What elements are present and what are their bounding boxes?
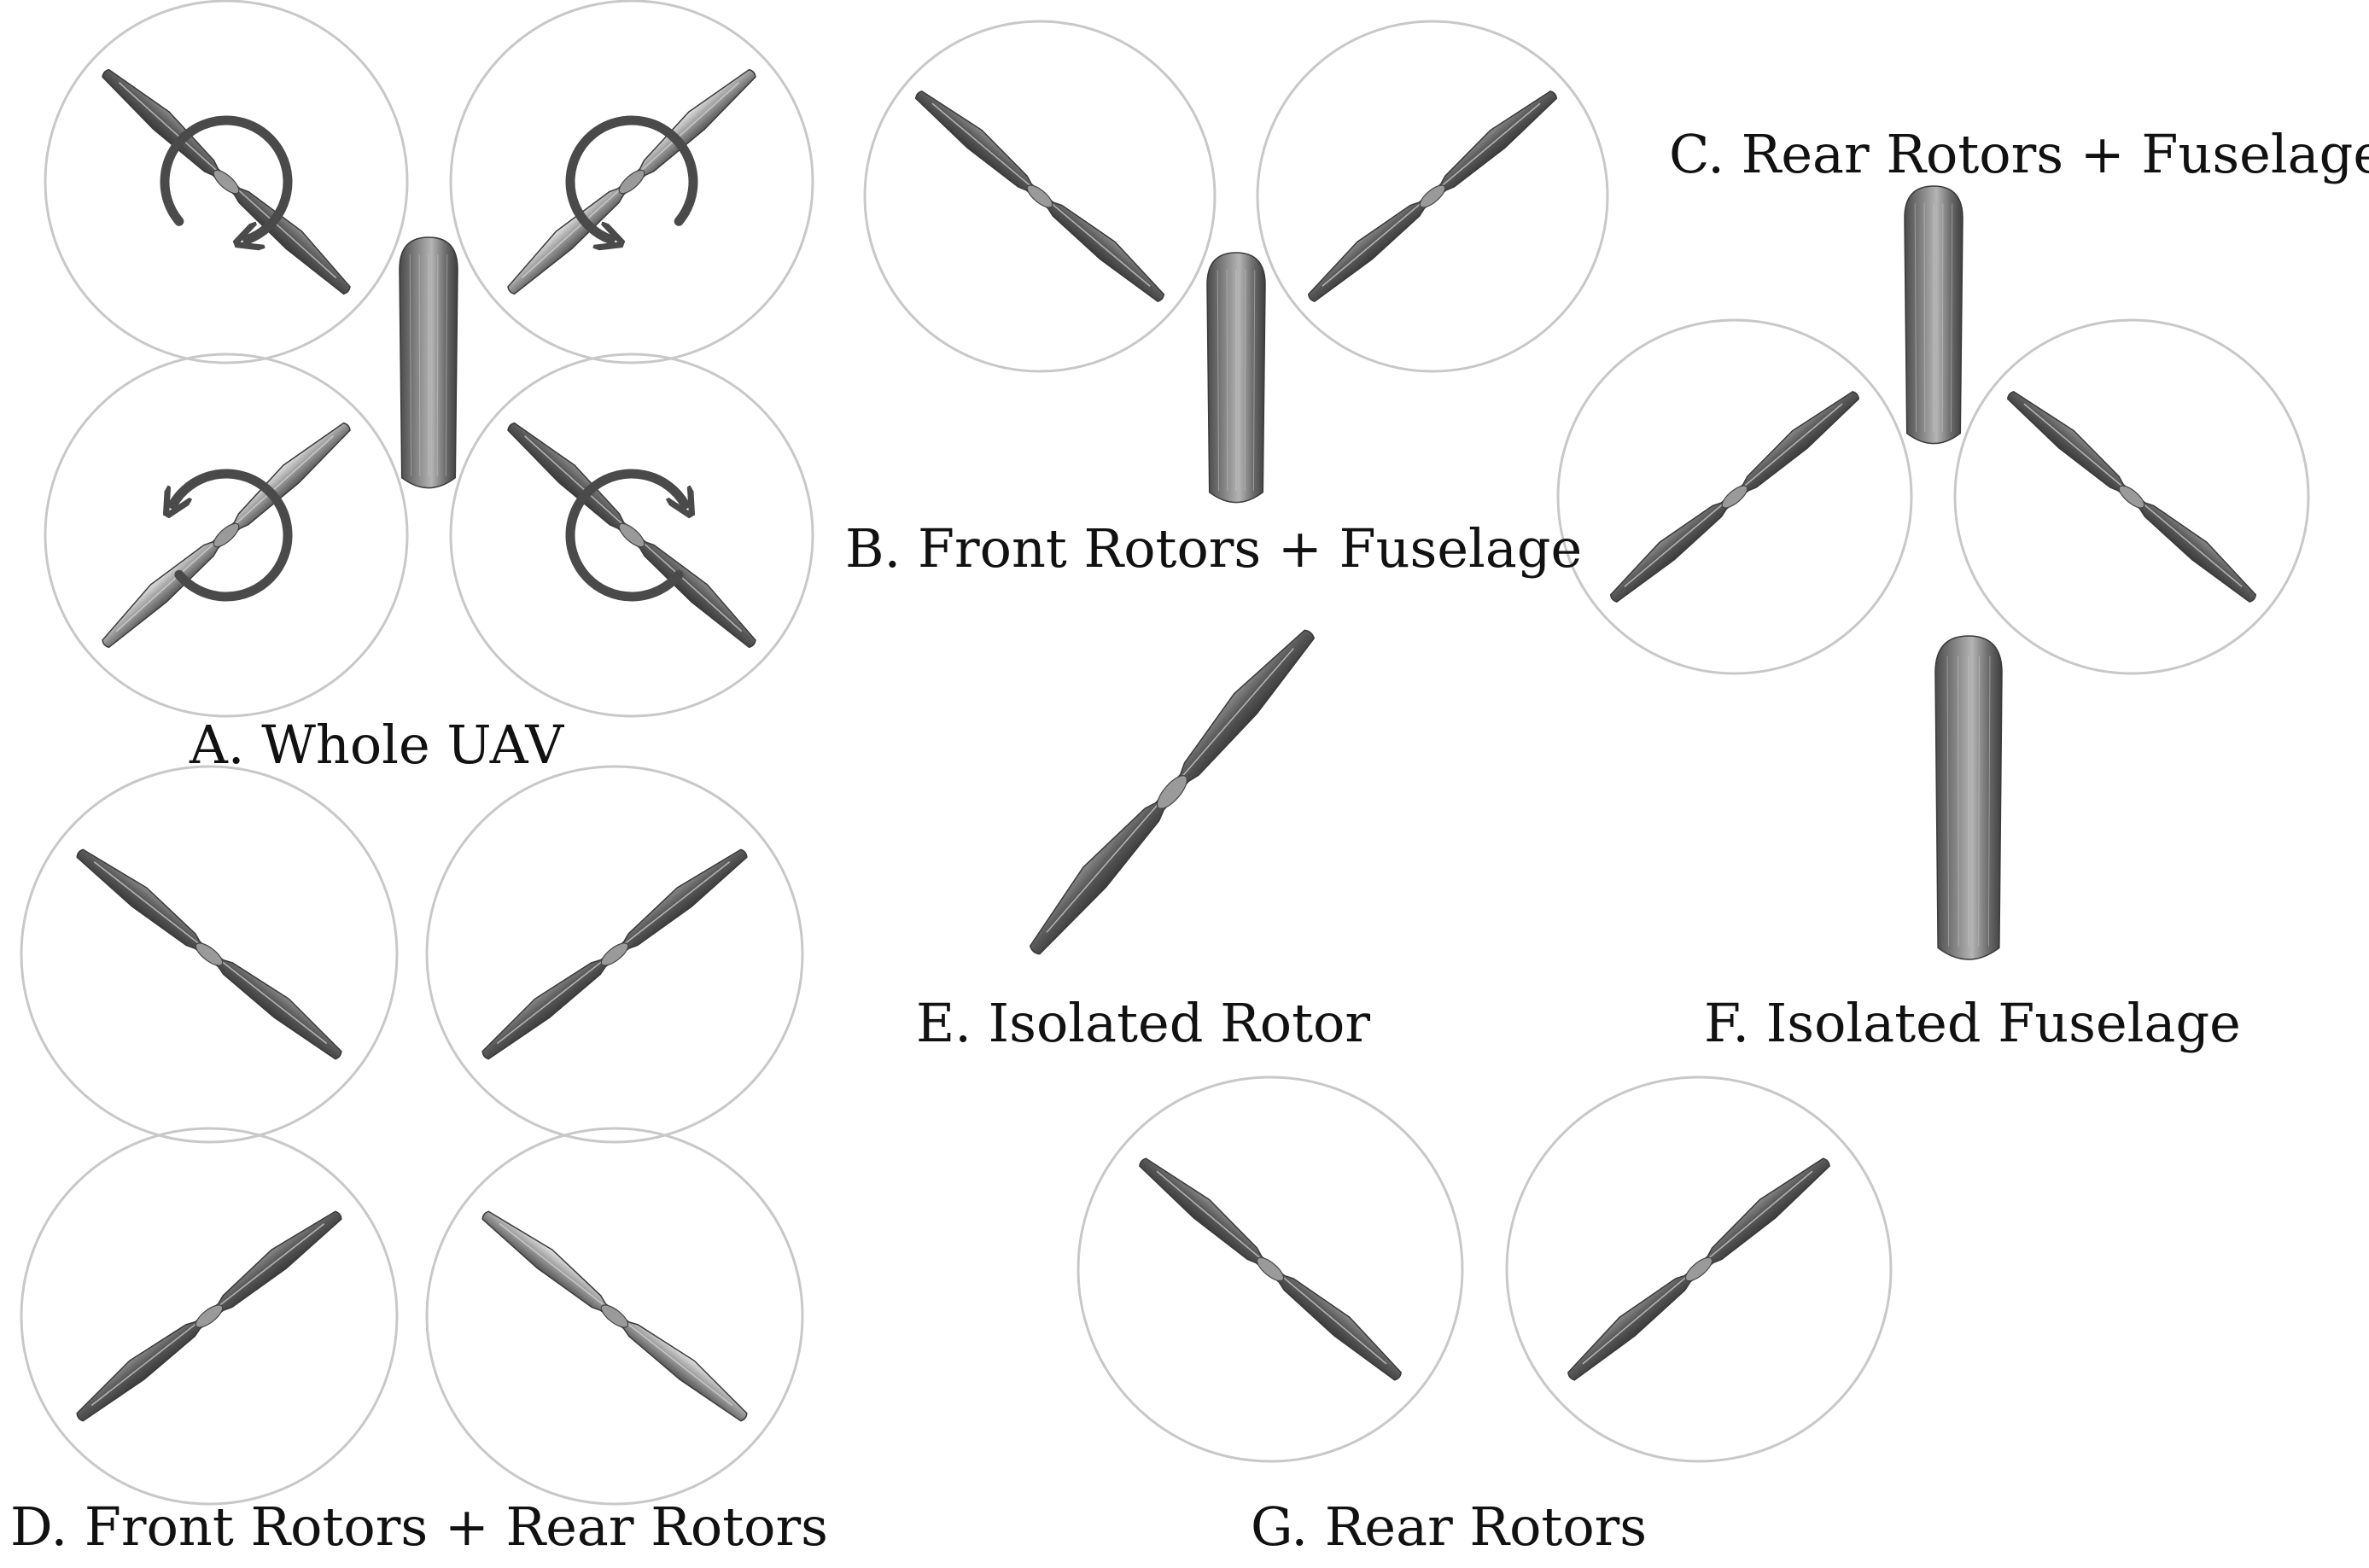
disk-d-front-right — [425, 765, 804, 1144]
rotation-arrow-a-rear-right — [565, 469, 685, 602]
blade-b-right — [1307, 90, 1558, 302]
fuselage-b — [1206, 252, 1266, 504]
disk-d-front-left — [20, 765, 399, 1144]
blade-a-rear-right — [507, 422, 756, 649]
disk-c-left — [1556, 318, 1913, 675]
blade-a-rear-left — [102, 422, 351, 649]
blade-d-front-left — [76, 848, 342, 1060]
caption-b-front-rotors-fuselage: B. Front Rotors + Fuselage — [845, 517, 1583, 580]
disk-a-rear-left — [44, 353, 409, 718]
rotor-disks-layer — [20, 0, 2310, 1506]
caption-c-rear-rotors-fuselage: C. Rear Rotors + Fuselage — [1669, 123, 2369, 185]
fuselage-a — [399, 236, 458, 489]
disk-d-rear-left — [20, 1127, 399, 1506]
rotation-arrow-a-front-left — [160, 115, 293, 240]
disk-a-rear-right — [449, 353, 814, 718]
blade-g-left — [1139, 1157, 1402, 1381]
caption-e-isolated-rotor: E. Isolated Rotor — [916, 992, 1370, 1054]
disk-a-front-right — [449, 0, 814, 364]
disk-g-right — [1505, 1075, 1893, 1463]
rotation-arrows-layer — [160, 115, 698, 602]
blade-d-front-right — [481, 848, 748, 1060]
disk-a-front-left — [44, 0, 409, 364]
blade-a-front-left — [102, 68, 351, 295]
rotation-arrow-a-front-right — [565, 115, 698, 240]
blade-a-front-right — [507, 68, 756, 295]
blade-c-left — [1609, 391, 1860, 603]
disk-d-rear-right — [425, 1127, 804, 1506]
disk-b-right — [1256, 20, 1609, 373]
fuselage-c — [1904, 185, 1963, 445]
blade-c-right — [2006, 391, 2257, 603]
blade-g-right — [1567, 1157, 1830, 1381]
caption-a-whole-uav: A. Whole UAV — [190, 714, 564, 776]
blade-e-isolated — [1029, 629, 1316, 955]
disk-b-left — [863, 20, 1217, 373]
blade-b-left — [914, 90, 1165, 302]
fuselage-f-isolated — [1934, 635, 2003, 960]
disk-g-left — [1077, 1075, 1464, 1463]
rotation-arrow-a-rear-left — [173, 469, 293, 602]
disk-c-right — [1953, 318, 2310, 675]
caption-g-rear-rotors: G. Rear Rotors — [1251, 1495, 1648, 1558]
rotor-blades-layer — [76, 68, 2257, 1422]
caption-f-isolated-fuselage: F. Isolated Fuselage — [1704, 992, 2241, 1054]
blade-d-rear-left — [76, 1210, 342, 1422]
caption-d-front-rotors-rear-rotors: D. Front Rotors + Rear Rotors — [10, 1495, 828, 1558]
fuselages-layer — [399, 185, 2003, 960]
blade-d-rear-right — [481, 1210, 748, 1422]
